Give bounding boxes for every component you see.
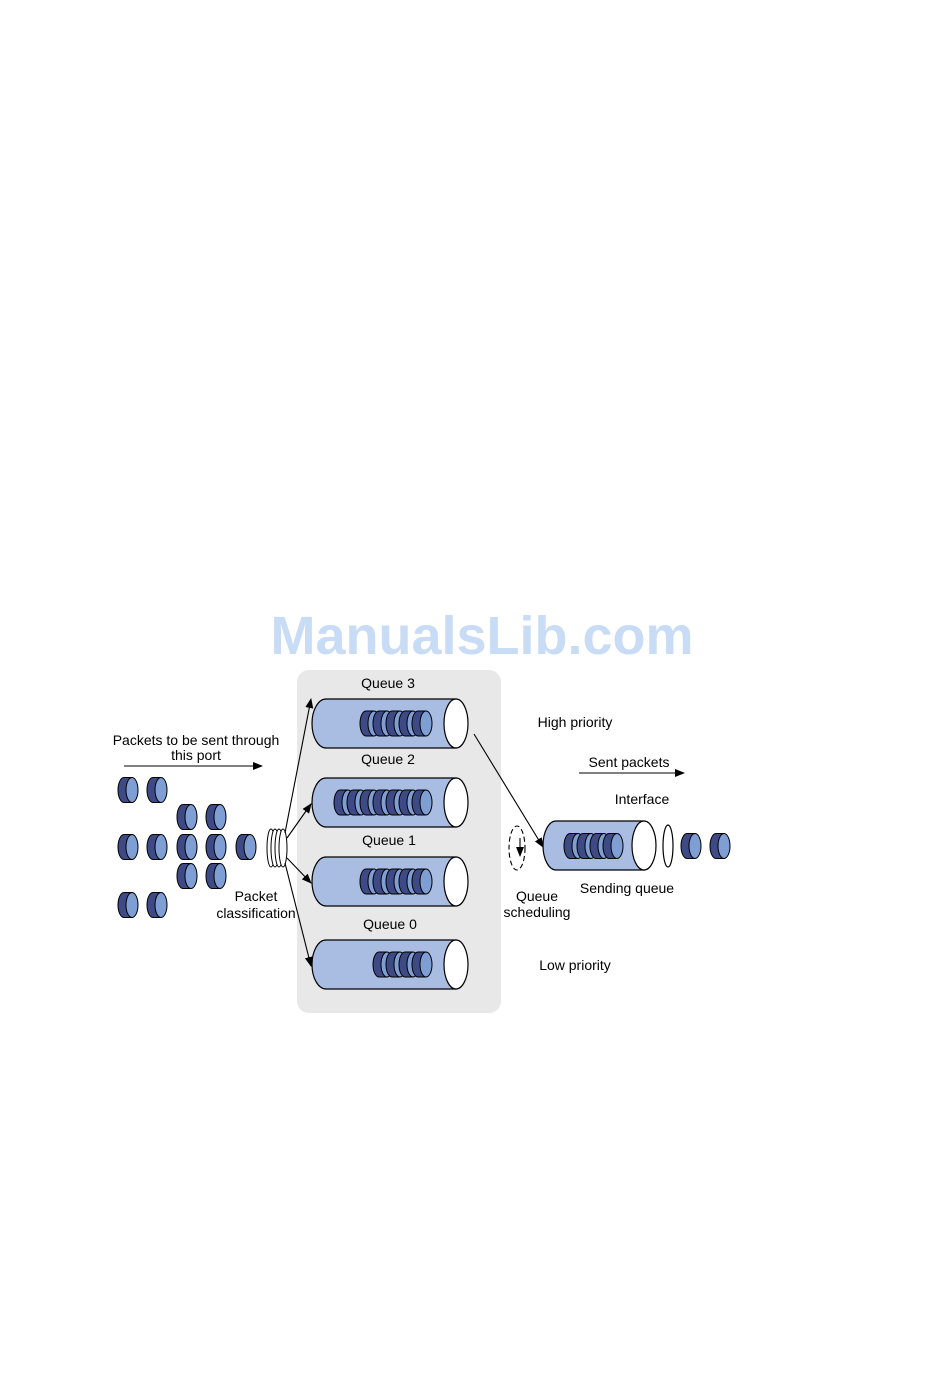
packet-icon: [412, 711, 432, 736]
packet-icon: [206, 864, 226, 889]
interface-label: Interface: [615, 791, 670, 807]
packet-icon: [147, 835, 167, 860]
scheduling-label-line1: Queue: [516, 888, 558, 904]
packet-icon: [681, 834, 701, 859]
classifier-icon: [267, 829, 287, 867]
packet-icon: [412, 790, 432, 815]
packet-icon: [206, 835, 226, 860]
queue-3-label: Queue 3: [361, 675, 415, 691]
packet-icon: [206, 805, 226, 830]
incoming-label-line1: Packets to be sent through: [113, 732, 280, 748]
queue-2-tube: [312, 778, 468, 827]
packet-icon: [177, 835, 197, 860]
packet-icon: [177, 805, 197, 830]
packet-icon: [118, 778, 138, 803]
watermark: ManualsLib.com: [270, 606, 693, 666]
packet-icon: [412, 952, 432, 977]
sending-queue-label: Sending queue: [580, 880, 674, 896]
queue-1-tube: [312, 857, 468, 906]
packet-icon: [147, 893, 167, 918]
packet-icon: [412, 869, 432, 894]
classification-label-line2: classification: [216, 905, 295, 921]
queue-3-tube: [312, 699, 468, 748]
scheduling-icon: [509, 826, 525, 870]
sent-packets-label: Sent packets: [589, 754, 670, 770]
queue-0-label: Queue 0: [363, 916, 417, 932]
incoming-label-line2: this port: [171, 747, 221, 763]
low-priority-label: Low priority: [539, 957, 611, 973]
packet-icon: [236, 835, 256, 860]
queue-2-label: Queue 2: [361, 751, 415, 767]
scheduling-label-line2: scheduling: [504, 904, 571, 920]
packet-icon: [147, 778, 167, 803]
high-priority-label: High priority: [538, 714, 613, 730]
queue-0-tube: [312, 940, 468, 989]
sent-packets: [681, 834, 730, 859]
packet-icon: [603, 834, 623, 859]
queue-1-label: Queue 1: [362, 832, 416, 848]
packet-icon: [118, 835, 138, 860]
packet-icon: [710, 834, 730, 859]
interface-ring: [663, 825, 673, 867]
sending-queue-tube: [543, 821, 656, 870]
packet-icon: [177, 864, 197, 889]
packet-icon: [118, 893, 138, 918]
classification-label-line1: Packet: [235, 888, 278, 904]
